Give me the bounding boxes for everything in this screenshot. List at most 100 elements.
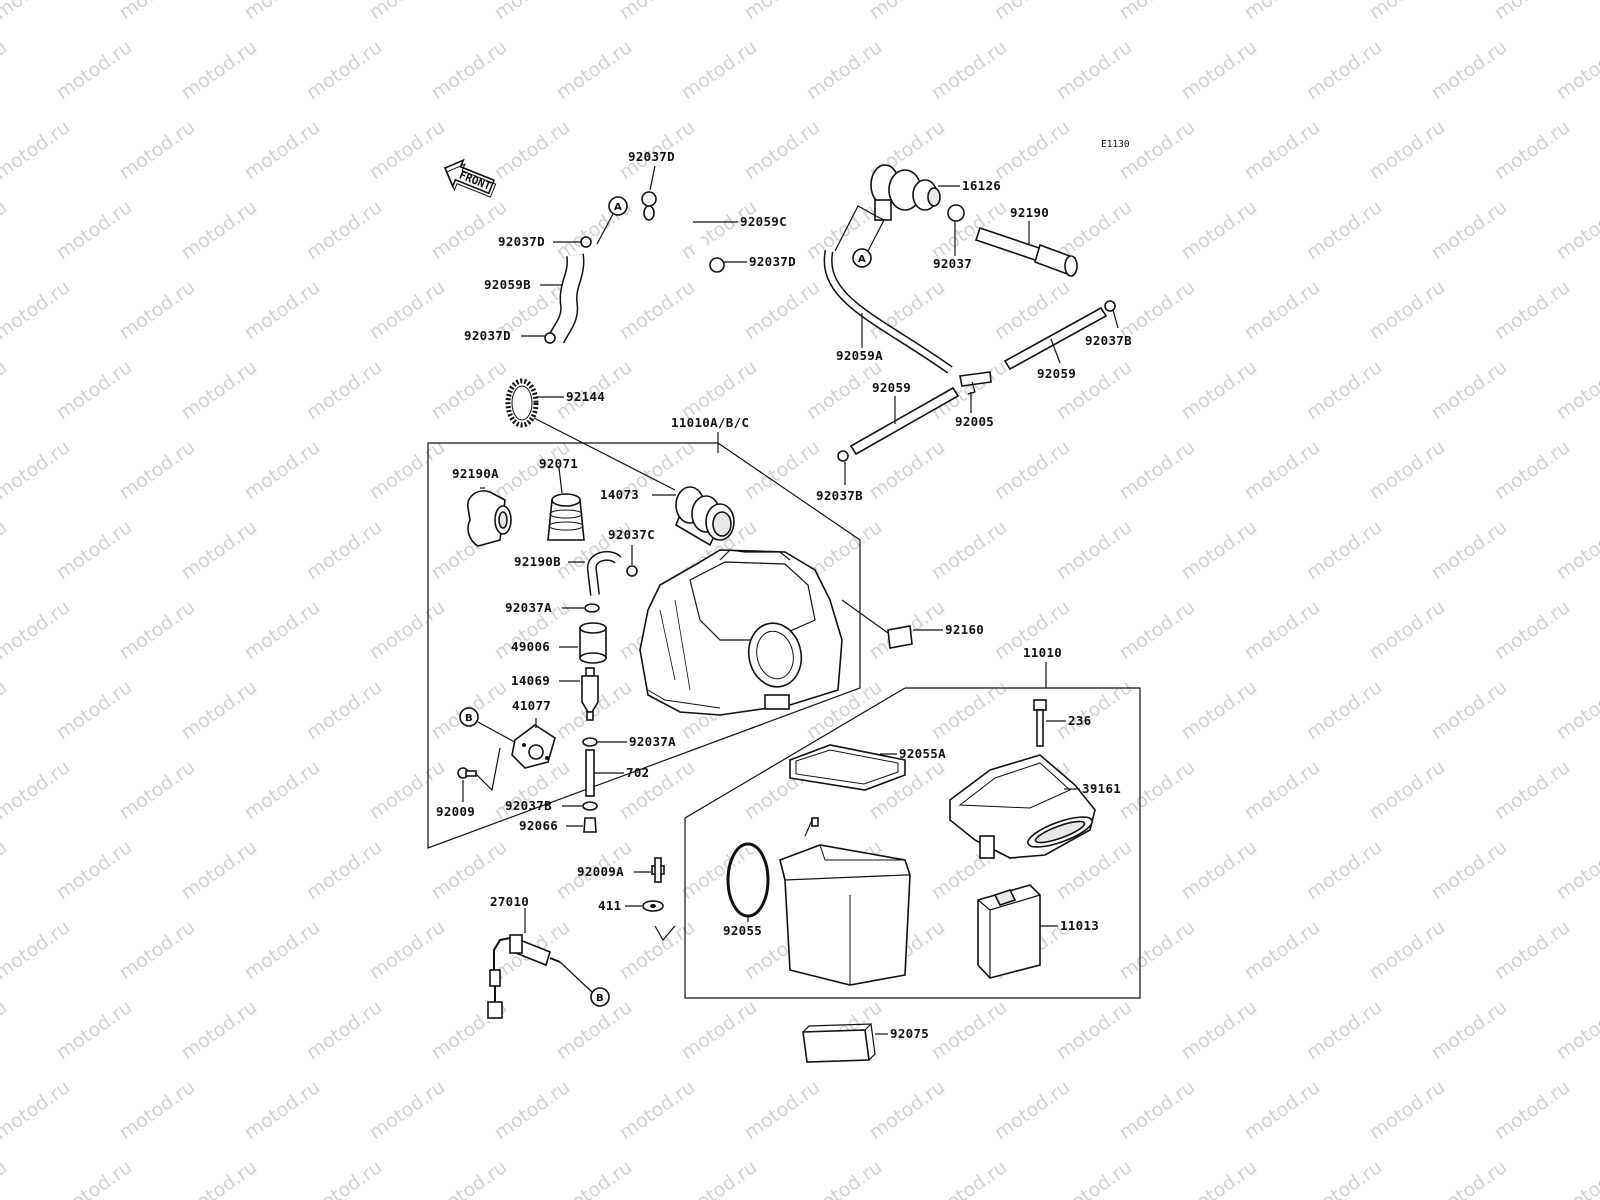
label-92059C: 92059C [740, 214, 787, 229]
watermark-text: motod.ru [1365, 756, 1449, 824]
plug-92066 [583, 817, 597, 833]
label-92009: 92009 [436, 804, 475, 819]
watermark-text: motod.ru [865, 276, 949, 344]
watermark-text: motod.ru [0, 436, 74, 504]
label-92037B-2: 92037B [816, 488, 863, 503]
watermark-text: motod.ru [1365, 276, 1449, 344]
watermark-text: motod.ru [240, 1076, 324, 1144]
label-92037B-1: 92037B [1085, 333, 1132, 348]
air-box-housing [639, 549, 843, 716]
watermark-text: motod.ru [240, 116, 324, 184]
label-92037D-4: 92037D [464, 328, 511, 343]
watermark-text: motod.ru [177, 1156, 261, 1200]
pipe-92190 [974, 226, 1078, 277]
air-cleaner-case [779, 817, 911, 986]
sensor-27010 [487, 934, 561, 1019]
watermark-text: motod.ru [1490, 1076, 1574, 1144]
group-outline-11010 [684, 687, 1141, 999]
watermark-text: motod.ru [990, 436, 1074, 504]
watermark-text: motod.ru [1490, 436, 1574, 504]
watermark-text: motod.ru [0, 836, 11, 904]
watermark-text: motod.ru [52, 516, 136, 584]
watermark-text: motod.ru [1365, 1076, 1449, 1144]
label-39161: 39161 [1082, 781, 1121, 796]
watermark-text: motod.ru [865, 436, 949, 504]
front-arrow-icon: FRONT [443, 158, 497, 198]
elbow-92190a [467, 490, 512, 547]
case-11013 [977, 884, 1041, 979]
label-92009A: 92009A [577, 864, 624, 879]
watermark-text: motod.ru [302, 1156, 386, 1200]
watermark-text: motod.ru [177, 36, 261, 104]
bolt-236 [1033, 699, 1047, 747]
watermark-text: motod.ru [1240, 916, 1324, 984]
watermark-text: motod.ru [1490, 116, 1574, 184]
watermark-text: motod.ru [1427, 356, 1511, 424]
watermark-text: motod.ru [1302, 356, 1386, 424]
ref-marker-a-left: A [608, 196, 628, 216]
plate-41077 [511, 724, 556, 769]
watermark-text: motod.ru [1052, 516, 1136, 584]
watermark-text: motod.ru [365, 116, 449, 184]
watermark-text: motod.ru [1427, 1156, 1511, 1200]
watermark-text: motod.ru [52, 356, 136, 424]
watermark-text: motod.ru [0, 356, 11, 424]
watermark-text: motod.ru [1365, 0, 1449, 24]
watermark-text: motod.ru [677, 836, 761, 904]
watermark-text: motod.ru [0, 516, 11, 584]
watermark-text: motod.ru [1115, 596, 1199, 664]
watermark-text: motod.ru [740, 276, 824, 344]
watermark-text: motod.ru [1427, 36, 1511, 104]
watermark-text: motod.ru [302, 516, 386, 584]
ref-marker-b-right: B [590, 987, 610, 1007]
watermark-text: motod.ru [1552, 1156, 1600, 1200]
watermark-text: motod.ru [615, 0, 699, 24]
watermark-text: motod.ru [865, 0, 949, 24]
label-11010ABC: 11010A/B/C [671, 415, 749, 430]
label-14069: 14069 [511, 673, 550, 688]
duct-14073 [675, 486, 735, 547]
watermark-text: motod.ru [1240, 436, 1324, 504]
watermark-text: motod.ru [1177, 836, 1261, 904]
diagram-code: E1130 [1101, 139, 1130, 150]
watermark-text: motod.ru [240, 756, 324, 824]
watermark-text: motod.ru [365, 436, 449, 504]
watermark-text: motod.ru [1490, 756, 1574, 824]
label-41077: 41077 [512, 698, 551, 713]
watermark-text: motod.ru [1490, 276, 1574, 344]
watermark-text: motod.ru [740, 1076, 824, 1144]
watermark-text: motod.ru [1240, 596, 1324, 664]
watermark-text: motod.ru [1302, 516, 1386, 584]
label-92059-2: 92059 [1037, 366, 1076, 381]
watermark-text: motod.ru [1115, 116, 1199, 184]
watermark-text: motod.ru [1177, 1156, 1261, 1200]
ref-marker-a-right: A [852, 248, 872, 268]
watermark-text: motod.ru [0, 116, 74, 184]
watermark-text: motod.ru [365, 1076, 449, 1144]
watermark-text: motod.ru [927, 1156, 1011, 1200]
watermark-text: motod.ru [0, 1076, 74, 1144]
watermark-text: motod.ru [0, 756, 74, 824]
label-92144: 92144 [566, 389, 605, 404]
watermark-text: motod.ru [0, 996, 11, 1064]
watermark-text: motod.ru [552, 996, 636, 1064]
watermark-text: motod.ru [115, 1076, 199, 1144]
label-16126: 16126 [962, 178, 1001, 193]
label-27010: 27010 [490, 894, 529, 909]
watermark-text: motod.ru [115, 116, 199, 184]
watermark-text: motod.ru [1552, 196, 1600, 264]
watermark-text: motod.ru [802, 196, 886, 264]
watermark-text: motod.ru [740, 116, 824, 184]
watermark-text: motod.ru [52, 836, 136, 904]
label-92055: 92055 [723, 923, 762, 938]
watermark-text: motod.ru [1302, 196, 1386, 264]
watermark-text: motod.ru [615, 916, 699, 984]
watermark-text: motod.ru [677, 356, 761, 424]
label-92075: 92075 [890, 1026, 929, 1041]
gasket-92055a [789, 744, 906, 791]
tube-702 [585, 749, 595, 797]
watermark-text: motod.ru [1115, 916, 1199, 984]
watermark-text: motod.ru [1490, 596, 1574, 664]
watermark-text: motod.ru [1490, 0, 1574, 24]
